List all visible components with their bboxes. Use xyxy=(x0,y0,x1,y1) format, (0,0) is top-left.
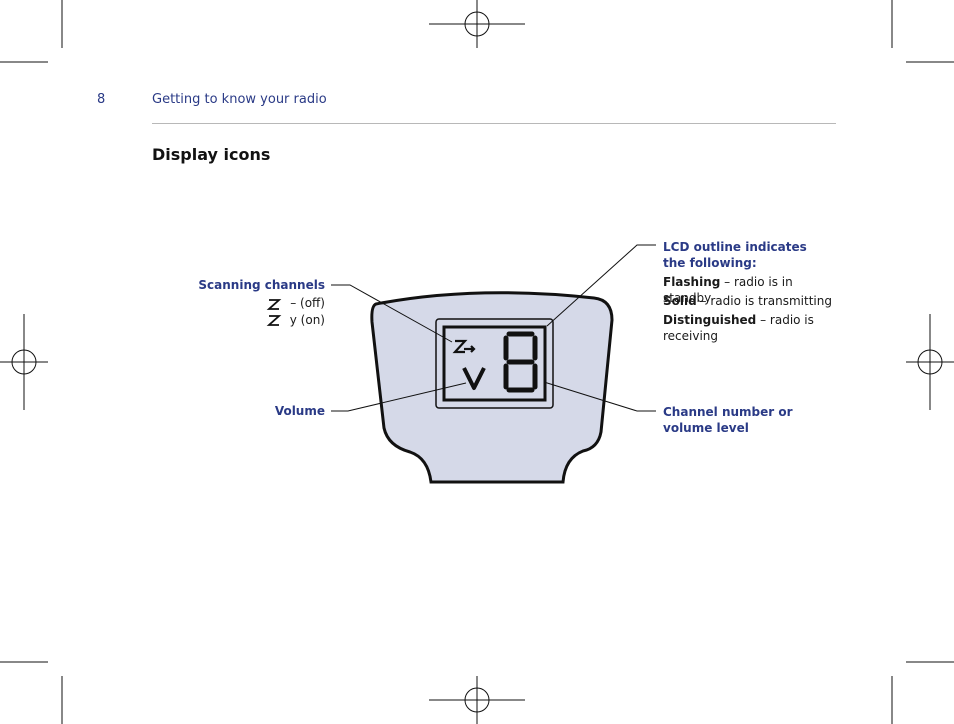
lcd-outline-label: LCD outline indicates the following: xyxy=(663,240,807,270)
lcd-item-term: Solid xyxy=(663,294,697,308)
scanning-off-text: – (off) xyxy=(290,296,325,310)
volume-label: Volume xyxy=(274,404,325,418)
scan-inactive-icon xyxy=(266,299,282,310)
section-title: Display icons xyxy=(152,145,271,164)
lcd-item-solid: Solid – radio is transmitting xyxy=(663,293,843,309)
lcd-outline-icon xyxy=(442,325,547,402)
lcd-item-desc: – radio is receiving xyxy=(663,313,814,343)
channel-number-label: Channel number or volume level xyxy=(663,405,793,435)
lcd-item-term: Distinguished xyxy=(663,313,757,327)
lcd-item-term: Flashing xyxy=(663,275,721,289)
running-head: Getting to know your radio xyxy=(152,92,327,107)
volume-icon xyxy=(462,367,486,390)
scanning-on-text: y (on) xyxy=(289,313,325,327)
leader-scanning xyxy=(331,284,453,343)
scan-icon xyxy=(452,339,476,354)
leader-volume xyxy=(331,382,467,412)
leader-lcd-outline xyxy=(546,244,656,327)
seven-segment-digit-icon xyxy=(503,331,538,393)
lcd-item-desc: – radio is in standby xyxy=(663,275,793,305)
leader-channel xyxy=(543,381,656,412)
header-rule xyxy=(152,123,836,124)
page-number: 8 xyxy=(97,92,106,107)
lcd-item-flashing: Flashing – radio is in standby xyxy=(663,274,843,306)
lcd-outer xyxy=(435,318,554,409)
scan-icon xyxy=(266,315,282,326)
lcd-item-distinguished: Distinguished – radio is receiving xyxy=(663,312,823,344)
scanning-channels-label: Scanning channels xyxy=(198,278,325,292)
lcd-item-desc: – radio is transmitting xyxy=(696,294,832,308)
